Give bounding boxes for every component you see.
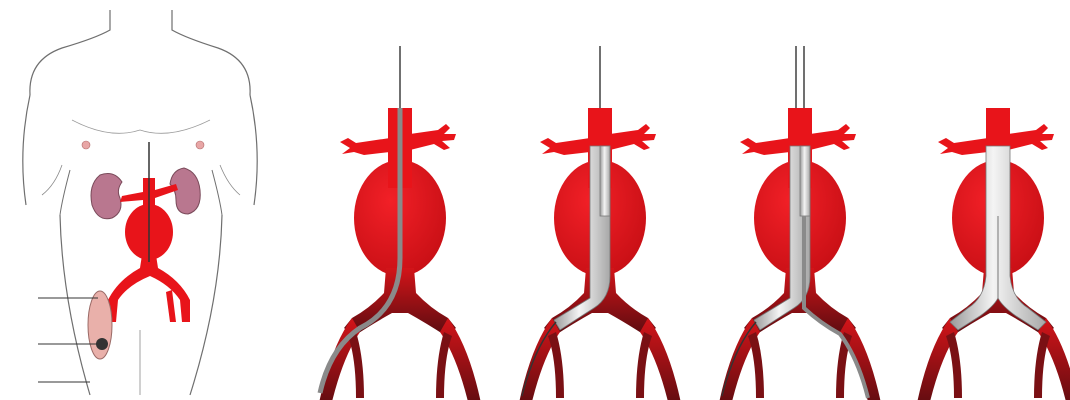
guidewire-panel	[318, 46, 482, 400]
body-anatomy-panel	[23, 10, 257, 395]
left-kidney	[91, 174, 122, 219]
completed-repair-panel	[916, 108, 1070, 400]
main-body-deployed-panel	[518, 46, 682, 400]
contralateral-limb-panel	[718, 46, 882, 400]
